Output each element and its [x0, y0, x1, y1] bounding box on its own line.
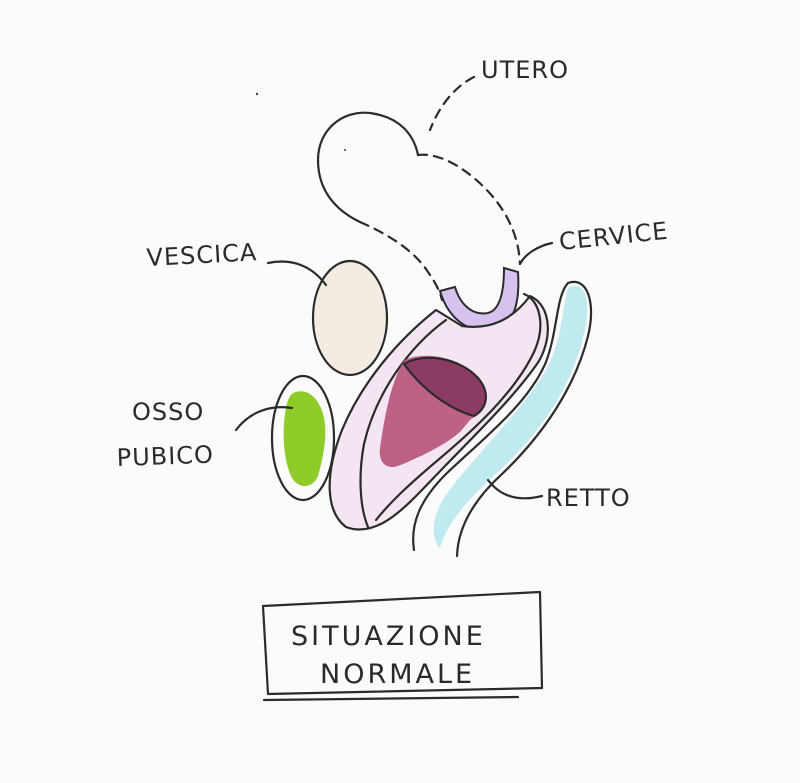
retto-label: RETTO — [546, 484, 631, 512]
title-line-1: SITUAZIONE — [291, 621, 486, 652]
vescica-leader-line — [268, 262, 326, 285]
cervice-leader-line — [520, 243, 552, 264]
pen-dot — [344, 149, 346, 151]
vescica-label: VESCICA — [146, 238, 258, 272]
pen-dot — [256, 93, 258, 95]
title-line-2: NORMALE — [320, 659, 475, 690]
uterus-dashed-outline-back — [418, 155, 520, 264]
uterus-outline — [318, 113, 418, 222]
osso-label: OSSO — [132, 398, 204, 426]
cervice-label: CERVICE — [558, 217, 670, 256]
utero-leader-line — [430, 77, 474, 130]
pubic-bone-fill — [284, 391, 326, 486]
bladder — [313, 261, 387, 375]
pubico-label: PUBICO — [116, 441, 214, 472]
retto-leader-line — [488, 480, 542, 498]
utero-label: UTERO — [481, 56, 569, 84]
